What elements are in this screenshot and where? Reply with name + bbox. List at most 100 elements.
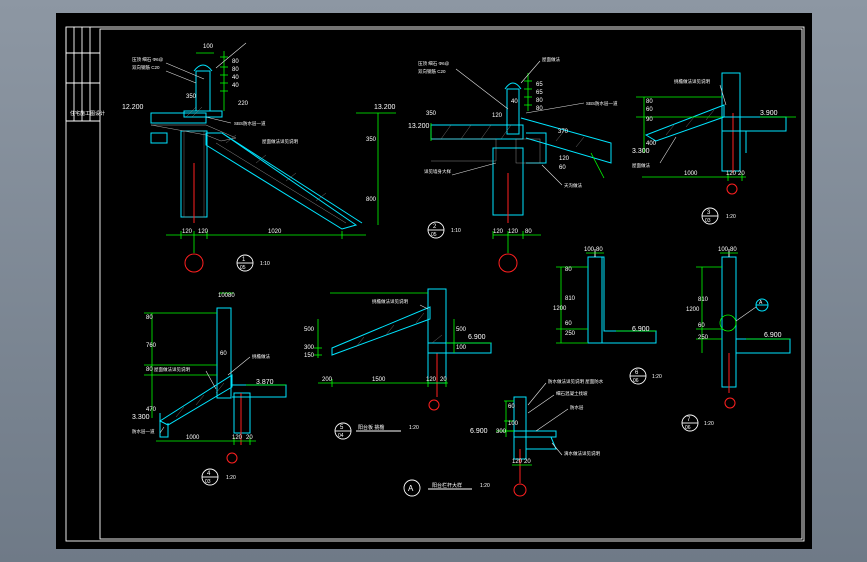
svg-text:2: 2: [433, 224, 437, 230]
svg-text:04: 04: [338, 433, 344, 439]
d4-dim-t0: 100: [218, 293, 229, 299]
d1-dim-0: 100: [203, 44, 214, 50]
d3-note-1: 挑檐做法详见说明: [674, 78, 710, 85]
d6-dim-l3: 60: [565, 321, 572, 327]
d5-caption: 阳台板 挑檐: [358, 424, 384, 431]
d5-elev-right: 6.900: [468, 334, 486, 341]
d2-dim-2: 80: [536, 98, 543, 104]
detail-2: 65 65 80 80 40 13.200 压顶 细石 Φ6@ 双向钢筋 C20…: [408, 56, 618, 273]
d7-elev-right: 6.900: [764, 332, 782, 339]
dA-dim-b0: 120: [512, 459, 523, 465]
dA-scale: 1:20: [480, 483, 490, 489]
d4-dim-b2: 20: [246, 435, 253, 441]
d7-dim-l2: 60: [698, 323, 705, 329]
d1-note-2: 双向钢筋 C20: [132, 64, 160, 71]
d6-dim-l1: 810: [565, 296, 576, 302]
d1-detail-marker: 1 05: [236, 254, 254, 272]
d4-note-2: 屋面做法详见说明: [154, 366, 190, 373]
d1-scale: 1:10: [260, 261, 270, 267]
d2-note-1: 压顶 细石 Φ6@: [418, 60, 450, 67]
d2-dim-1: 65: [536, 90, 543, 96]
d2-dim-a: 350: [426, 111, 437, 117]
svg-text:03: 03: [705, 218, 711, 224]
d6-dim-l2: 1200: [553, 306, 567, 312]
d2-note-2: 双向钢筋 C20: [418, 68, 446, 75]
svg-text:5: 5: [340, 425, 344, 431]
d6-dim-l0: 80: [565, 267, 572, 273]
dA-axis-bubble: [513, 483, 527, 497]
d3-dim-1: 60: [646, 107, 653, 113]
d4-scale: 1:20: [226, 475, 236, 481]
d3-axis-bubble: [726, 183, 738, 195]
d5-dim-l0: 500: [304, 327, 315, 333]
d2-dim-4: 40: [511, 99, 518, 105]
d3-elev-left: 3.300: [632, 148, 650, 155]
d4-elev-mid: 3.870: [256, 379, 274, 386]
d7-detail-marker: 7 06: [681, 414, 699, 432]
d5-dim-l2: 150: [304, 353, 315, 359]
d2-dim-3: 80: [536, 106, 543, 112]
d2-dim-b0: 120: [493, 229, 504, 235]
d4-dim-l3: 470: [146, 407, 157, 413]
dA-note-1: 防水做法详见说明 屋面防水: [548, 378, 604, 385]
d5-detail-marker: 5 04: [334, 422, 352, 440]
d2-detail-marker: 2 05: [427, 221, 445, 239]
d4-axis-bubble: [226, 452, 238, 464]
detail-4: 100 80 80 760 80 470 60 3.870 3.300 挑檐做法…: [132, 292, 287, 486]
dA-detail-marker: A: [403, 479, 421, 497]
detail-3: 80 60 90 400 3.900 3.300 挑檐做法详见说明 屋面做法 1…: [632, 72, 796, 225]
dA-dim-l1: 100: [508, 421, 519, 427]
d7-marker-a: A: [719, 298, 769, 332]
cad-viewport[interactable]: 住宅施工图设计: [56, 13, 812, 549]
dA-dim-b1: 20: [524, 459, 531, 465]
d2-scale: 1:10: [451, 228, 461, 234]
d7-dim-l1: 1200: [686, 307, 700, 313]
d4-dim-t1: 80: [228, 293, 235, 299]
svg-text:06: 06: [685, 425, 691, 431]
d2-dim-b1: 120: [508, 229, 519, 235]
d2-dim-c: 370: [558, 129, 569, 135]
dA-elev-left: 6.900: [470, 428, 488, 435]
d1-elev-left: 12.200: [122, 104, 144, 111]
title-block-strip: 住宅施工图设计: [65, 27, 105, 122]
svg-text:3: 3: [707, 210, 711, 216]
drawing-canvas[interactable]: 住宅施工图设计: [56, 13, 812, 549]
d6-dim-l4: 250: [565, 331, 576, 337]
d2-dim-e: 60: [559, 165, 566, 171]
d4-note-3: 防水层一道: [132, 428, 155, 435]
d1-note-1: 压顶 细石 Φ6@: [132, 56, 164, 63]
d3-note-2: 屋面做法: [632, 162, 650, 169]
d2-axis-bubble: [498, 253, 518, 273]
d7-axis-bubble: [724, 397, 736, 409]
d4-dim-b1: 120: [232, 435, 243, 441]
d7-dim-l0: 810: [698, 297, 709, 303]
detail-5: 500 300 150 500 100 6.900 挑檐做法详见说明 200 1…: [304, 288, 492, 440]
d1-dim-6: 220: [238, 101, 249, 107]
d1-dim-b0: 120: [182, 229, 193, 235]
d1-dim-r1: 800: [366, 197, 377, 203]
d5-note-1: 挑檐做法详见说明: [372, 298, 408, 305]
d6-detail-marker: 6 06: [629, 367, 647, 385]
d4-dim-l1: 760: [146, 343, 157, 349]
d3-dim-b0: 1000: [684, 171, 698, 177]
inner-border: [99, 28, 803, 540]
d5-dim-b2: 120: [426, 377, 437, 383]
d6-scale: 1:20: [652, 374, 662, 380]
dA-note-4: 滴水做法详见说明: [564, 450, 600, 457]
d6-dim-t1: 80: [596, 247, 603, 253]
d7-dim-t1: 80: [730, 247, 737, 253]
outer-border: [65, 26, 805, 542]
d2-note-6: 天沟做法: [564, 182, 582, 189]
svg-text:7: 7: [687, 417, 691, 423]
d5-dim-l1: 300: [304, 345, 315, 351]
d4-note-1: 挑檐做法: [252, 353, 270, 360]
d3-scale: 1:20: [726, 214, 736, 220]
svg-text:05: 05: [431, 232, 437, 238]
svg-text:03: 03: [205, 479, 211, 485]
svg-text:06: 06: [633, 378, 639, 384]
d3-dim-3: 400: [646, 141, 657, 147]
d1-dim-1: 80: [232, 59, 239, 65]
d7-dim-l3: 250: [698, 335, 709, 341]
svg-text:4: 4: [207, 471, 211, 477]
title-block-text: 住宅施工图设计: [70, 110, 105, 117]
